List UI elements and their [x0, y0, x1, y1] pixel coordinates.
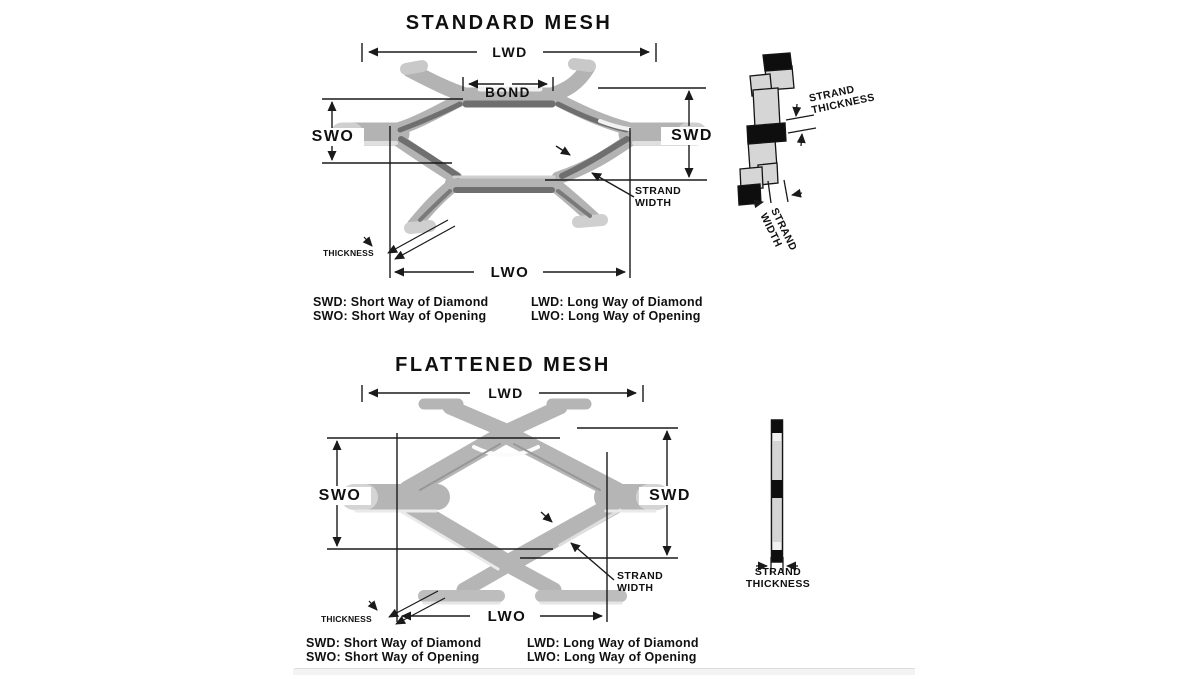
flattened-thickness-label: THICKNESS [321, 614, 372, 624]
standard-legend-lwo: LWO: Long Way of Opening [531, 309, 701, 323]
standard-cross-section-dimension-marks [752, 103, 817, 209]
flattened-strand-cross-section [770, 419, 784, 563]
standard-legend-swo: SWO: Short Way of Opening [313, 309, 487, 323]
flattened-lwo-label: LWO [474, 608, 540, 625]
standard-thickness-label: THICKNESS [323, 248, 374, 258]
standard-swd-label: SWD [661, 127, 723, 145]
flattened-strand-width-label: STRAND WIDTH [617, 570, 664, 594]
bottom-page-strip [293, 668, 915, 675]
flattened-swd-label: SWD [639, 487, 701, 505]
flattened-legend-swd: SWD: Short Way of Diamond [306, 636, 482, 650]
flattened-swo-label: SWO [309, 487, 371, 505]
flattened-legend-lwd: LWD: Long Way of Diamond [527, 636, 699, 650]
flattened-mesh-drawing [341, 398, 670, 605]
flattened-legend-swo: SWO: Short Way of Opening [306, 650, 480, 664]
flattened-cross-section-strand-thickness-label: STRAND THICKNESS [745, 566, 811, 590]
standard-lwo-label: LWO [477, 264, 543, 281]
flattened-cross-section-dimension-marks [756, 557, 798, 574]
standard-lwd-label: LWD [477, 44, 543, 60]
flattened-lwd-label: LWD [473, 385, 539, 401]
standard-legend-lwd: LWD: Long Way of Diamond [531, 295, 703, 309]
standard-dimension-lines [322, 43, 707, 278]
standard-bond-label: BOND [485, 85, 531, 100]
standard-strand-width-label: STRAND WIDTH [635, 185, 682, 209]
standard-strand-cross-section [737, 52, 795, 206]
standard-legend-swd: SWD: Short Way of Diamond [313, 295, 489, 309]
standard-swo-label: SWO [302, 128, 364, 146]
flattened-legend-lwo: LWO: Long Way of Opening [527, 650, 697, 664]
flattened-mesh-title: FLATTENED MESH [395, 354, 611, 376]
standard-mesh-title: STANDARD MESH [405, 12, 613, 34]
flattened-dimension-lines [327, 385, 678, 625]
